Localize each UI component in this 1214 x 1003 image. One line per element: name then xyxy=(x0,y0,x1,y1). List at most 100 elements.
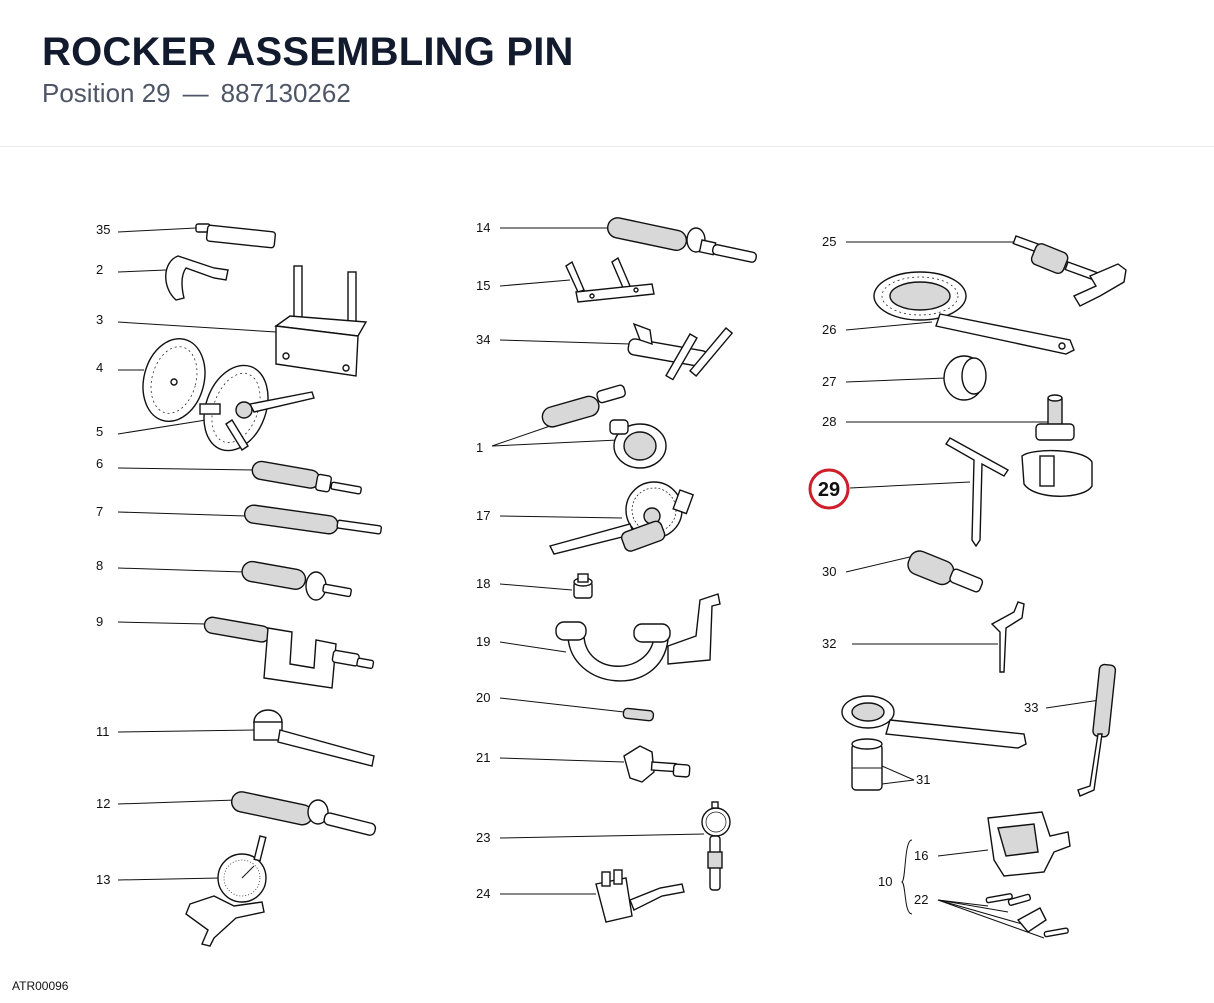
tool-14-drift xyxy=(607,217,757,263)
tool-8-drift xyxy=(241,560,352,601)
svg-text:31: 31 xyxy=(916,772,930,787)
svg-text:5: 5 xyxy=(96,424,103,439)
tool-9-bracket xyxy=(203,616,375,689)
tool-26-ring-wrench xyxy=(873,271,1075,355)
callout-18[interactable]: 18 xyxy=(476,573,593,599)
callout-14[interactable]: 14 xyxy=(476,216,757,263)
tool-20-pin xyxy=(622,707,655,722)
svg-text:30: 30 xyxy=(822,564,836,579)
callout-20[interactable]: 20 xyxy=(476,690,655,722)
svg-text:1: 1 xyxy=(476,440,483,455)
part-number: 887130262 xyxy=(220,78,351,108)
tool-29-rocker-assembling-pin xyxy=(945,437,1010,548)
svg-text:6: 6 xyxy=(96,456,103,471)
callout-1[interactable]: 1 xyxy=(476,384,667,469)
callout-23[interactable]: 23 xyxy=(476,801,731,891)
svg-text:2: 2 xyxy=(96,262,103,277)
callout-10[interactable]: 10 xyxy=(878,839,913,915)
tool-15-plate xyxy=(565,256,655,303)
page-subtitle: Position 29 — 887130262 xyxy=(42,78,351,109)
callout-16[interactable]: 16 xyxy=(914,811,1071,877)
svg-text:9: 9 xyxy=(96,614,103,629)
svg-text:12: 12 xyxy=(96,796,110,811)
callout-9[interactable]: 9 xyxy=(96,614,375,689)
tool-3-fixture xyxy=(274,265,368,377)
svg-text:15: 15 xyxy=(476,278,490,293)
svg-text:32: 32 xyxy=(822,636,836,651)
callout-8[interactable]: 8 xyxy=(96,558,352,601)
callout-24[interactable]: 24 xyxy=(476,869,685,923)
callout-2[interactable]: 2 xyxy=(96,255,229,301)
svg-text:35: 35 xyxy=(96,222,110,237)
tool-23-bore-gauge xyxy=(701,801,731,891)
svg-text:17: 17 xyxy=(476,508,490,523)
svg-text:22: 22 xyxy=(914,892,928,907)
svg-text:14: 14 xyxy=(476,220,490,235)
callout-12[interactable]: 12 xyxy=(96,790,377,836)
callout-19[interactable]: 19 xyxy=(476,593,721,682)
tool-28-adapter xyxy=(1021,394,1093,497)
tool-31-socket xyxy=(851,738,883,791)
svg-text:7: 7 xyxy=(96,504,103,519)
svg-text:23: 23 xyxy=(476,830,490,845)
callout-7[interactable]: 7 xyxy=(96,504,383,535)
position-label: Position 29 xyxy=(42,78,171,108)
tool-7-drift xyxy=(243,504,383,535)
callout-27[interactable]: 27 xyxy=(822,355,987,401)
tool-13-dial-gauge xyxy=(185,835,267,947)
callout-26[interactable]: 26 xyxy=(822,271,1075,355)
tool-33-drift-hook xyxy=(1077,663,1117,797)
tool-30-knurled-drift xyxy=(907,550,984,593)
callout-33[interactable]: 33 xyxy=(1024,663,1117,797)
tool-19-c-clamp xyxy=(555,593,721,682)
tool-24-clamp xyxy=(595,869,685,923)
tool-34-puller xyxy=(627,322,734,381)
svg-text:25: 25 xyxy=(822,234,836,249)
drawing-code: ATR00096 xyxy=(12,979,69,993)
svg-text:28: 28 xyxy=(822,414,836,429)
svg-text:13: 13 xyxy=(96,872,110,887)
svg-text:20: 20 xyxy=(476,690,490,705)
svg-text:3: 3 xyxy=(96,312,103,327)
svg-text:19: 19 xyxy=(476,634,490,649)
callout-34[interactable]: 34 xyxy=(476,322,734,381)
callout-31[interactable]: 31 xyxy=(851,738,930,791)
svg-text:27: 27 xyxy=(822,374,836,389)
callout-30[interactable]: 30 xyxy=(822,548,984,593)
callout-22[interactable]: 22 xyxy=(914,892,1069,939)
tool-16-housing xyxy=(987,811,1071,877)
svg-text:18: 18 xyxy=(476,576,490,591)
tool-25-t-handle-puller xyxy=(1012,235,1127,307)
callout-4[interactable]: 4 xyxy=(96,332,214,429)
tool-32-z-pin xyxy=(990,601,1025,673)
callout-35[interactable]: 35 xyxy=(96,222,277,249)
callout-29-highlighted[interactable]: 29 xyxy=(808,437,1010,548)
svg-text:21: 21 xyxy=(476,750,490,765)
callout-6[interactable]: 6 xyxy=(96,456,362,495)
callout-3[interactable]: 3 xyxy=(96,265,368,377)
page-title: ROCKER ASSEMBLING PIN xyxy=(42,30,574,74)
callout-5[interactable]: 5 xyxy=(96,356,315,459)
callout-21[interactable]: 21 xyxy=(476,745,691,783)
callout-15[interactable]: 15 xyxy=(476,256,655,303)
callout-25[interactable]: 25 xyxy=(822,234,1127,307)
tool-6-drift xyxy=(251,460,362,495)
svg-text:16: 16 xyxy=(914,848,928,863)
tool-35-drift xyxy=(195,223,277,249)
highlight-number: 29 xyxy=(818,479,840,501)
callout-11[interactable]: 11 xyxy=(96,709,375,767)
tool-4-degree-wheel xyxy=(142,337,206,423)
svg-text:26: 26 xyxy=(822,322,836,337)
tool-5-degree-wheel-pointer xyxy=(199,364,315,452)
page-header: ROCKER ASSEMBLING PIN Position 29 — 887130… xyxy=(0,0,1214,147)
tool-27-ring xyxy=(943,355,987,401)
callout-13[interactable]: 13 xyxy=(96,835,267,947)
callout-28[interactable]: 28 xyxy=(822,394,1093,497)
svg-text:11: 11 xyxy=(96,724,110,739)
tool-22-pins-set xyxy=(985,893,1069,938)
tool-21-bracket xyxy=(623,745,691,783)
subtitle-separator: — xyxy=(182,78,209,108)
callout-17[interactable]: 17 xyxy=(476,481,695,555)
callout-32[interactable]: 32 xyxy=(822,601,1025,673)
